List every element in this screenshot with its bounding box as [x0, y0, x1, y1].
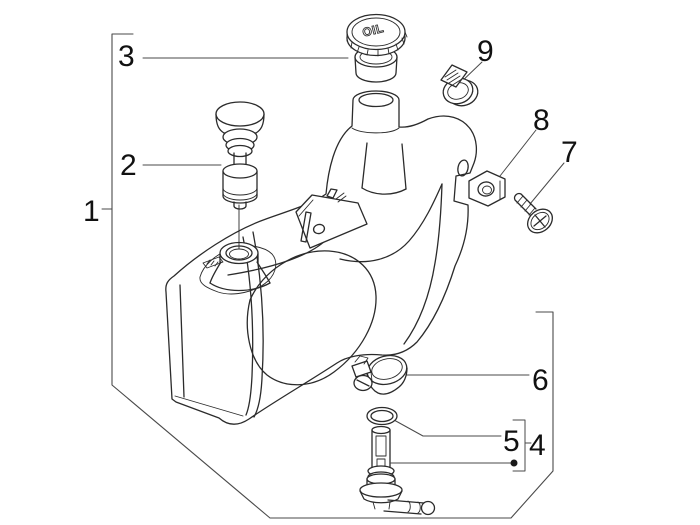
clipnut-hole-inner	[482, 185, 492, 195]
bracket-edge	[298, 199, 314, 217]
gauge-body	[222, 170, 258, 204]
front-panel-oval	[246, 250, 377, 386]
clamp6-bore	[371, 358, 403, 380]
label-3: 3	[118, 40, 135, 73]
square-clip-nut	[468, 129, 537, 207]
valve-window-1	[375, 435, 387, 457]
neck-base-collar	[351, 127, 400, 134]
valve-outlet-end	[420, 500, 436, 516]
clipnut-body	[468, 170, 506, 207]
tank-outline	[165, 90, 478, 425]
label-1: 1	[83, 195, 100, 228]
bracket-plate	[295, 194, 368, 249]
tank-strap-bracket	[295, 188, 368, 249]
label-2: 2	[120, 149, 137, 182]
valve-flange-skirt	[359, 490, 403, 504]
label-7: 7	[561, 136, 578, 169]
bracket-hole	[312, 223, 326, 235]
oil-level-gauge	[142, 101, 265, 250]
hump-facet-left	[361, 142, 368, 189]
label-6: 6	[532, 364, 549, 397]
self-tapping-screw	[513, 162, 565, 234]
assembly-boundary	[101, 33, 554, 519]
label-9: 9	[477, 35, 494, 68]
leader-8	[499, 129, 537, 177]
clamp9-tab-hatch	[444, 69, 463, 87]
leader-7	[529, 162, 565, 205]
bracket-4-5	[512, 419, 532, 472]
leader-5	[393, 419, 502, 437]
hump-facet-right	[401, 143, 407, 190]
gauge-head-top	[215, 101, 265, 127]
screw-threads	[516, 195, 536, 216]
screw-phillips-slot	[533, 214, 547, 228]
bracket-pin-hatch	[335, 192, 347, 203]
cap-knurl-ticks	[346, 31, 408, 57]
cap-knurled-head: OIL	[346, 13, 408, 57]
screw-shank	[513, 192, 537, 216]
corner-edge-outer	[252, 231, 264, 418]
bottom-edge-inner	[174, 395, 244, 417]
filler-neck-opening	[358, 92, 394, 108]
gauge-washer-3	[227, 144, 253, 158]
label-4: 4	[529, 429, 546, 462]
oring-inner	[370, 409, 394, 423]
port-skirt-left	[209, 261, 222, 284]
lobe-inner-contour	[403, 183, 443, 345]
vent-slot-hatch	[206, 259, 219, 267]
valve-stub	[372, 501, 391, 510]
small-spring-clamp	[440, 61, 483, 107]
clipnut-hole	[477, 181, 495, 197]
clamp6-screw-slot	[356, 379, 370, 387]
vent-slot	[202, 256, 224, 269]
clamp6-bolt	[354, 355, 369, 365]
left-edge-inner	[179, 284, 185, 398]
gauge-groove-2	[222, 192, 258, 201]
o-ring	[366, 406, 502, 437]
gauge-tip	[233, 201, 247, 210]
port-skirt-bottom	[209, 282, 271, 292]
label-8: 8	[533, 104, 550, 137]
bracket-slot	[300, 211, 312, 243]
bracket-pin	[326, 188, 338, 199]
label-5: 5	[503, 425, 520, 458]
part-number-labels: 1 2 3 4 5 6 7 8 9	[83, 35, 578, 462]
oil-outlet-valve	[359, 419, 532, 516]
hump-facet-bottom	[361, 187, 407, 195]
valve-outlet-ridge	[407, 500, 421, 514]
leader-4-dot	[510, 459, 518, 467]
side-hole	[457, 159, 469, 177]
gauge-body-top	[222, 163, 258, 179]
oil-tank-body	[165, 90, 478, 425]
hose-clamp	[351, 354, 530, 395]
valve-flange	[359, 482, 403, 498]
valve-body	[359, 425, 436, 516]
boundary-polyline	[111, 33, 554, 519]
cap-oil-text: OIL	[361, 21, 385, 40]
cap-top-inner	[351, 17, 401, 47]
lobe-top-curve	[339, 183, 443, 263]
port-skirt-right	[256, 261, 271, 284]
oil-filler-cap: OIL	[142, 13, 408, 83]
valve-stem-top	[371, 425, 391, 435]
gauge-groove-1	[222, 187, 258, 196]
